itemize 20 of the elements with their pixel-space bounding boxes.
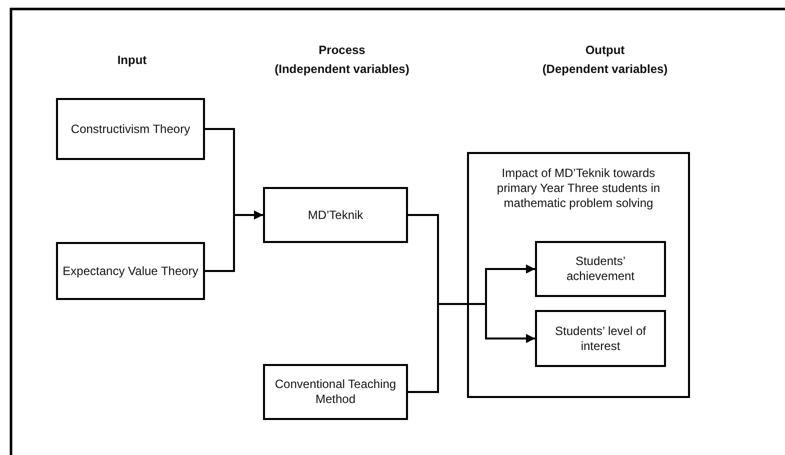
outcome-box (535, 310, 666, 367)
theory-box (56, 98, 205, 160)
column-heading: (Independent variables) (274, 62, 410, 76)
node-text: MD’Teknik (306, 208, 364, 222)
column-heading: Process (318, 43, 366, 57)
node-text: Impact of MD’Teknik towards primary Year Three students in mathematic problem solving (496, 166, 662, 211)
column-heading: (Dependent variables) (542, 62, 668, 76)
node-text: Conventional Teaching Method (274, 377, 398, 407)
node-text: Students’ level of interest (554, 324, 647, 354)
node-text: Students’ achievement (565, 254, 636, 284)
column-heading: Output (585, 43, 625, 57)
process-box (263, 187, 408, 243)
output-panel (467, 152, 690, 398)
column-heading: Input (117, 53, 147, 67)
arrow (205, 210, 263, 272)
node-text: Expectancy Value Theory (62, 264, 200, 278)
theory-box (56, 242, 205, 300)
outcome-box (535, 241, 666, 297)
process-box (263, 364, 408, 420)
node-text: Constructivism Theory (70, 122, 192, 136)
